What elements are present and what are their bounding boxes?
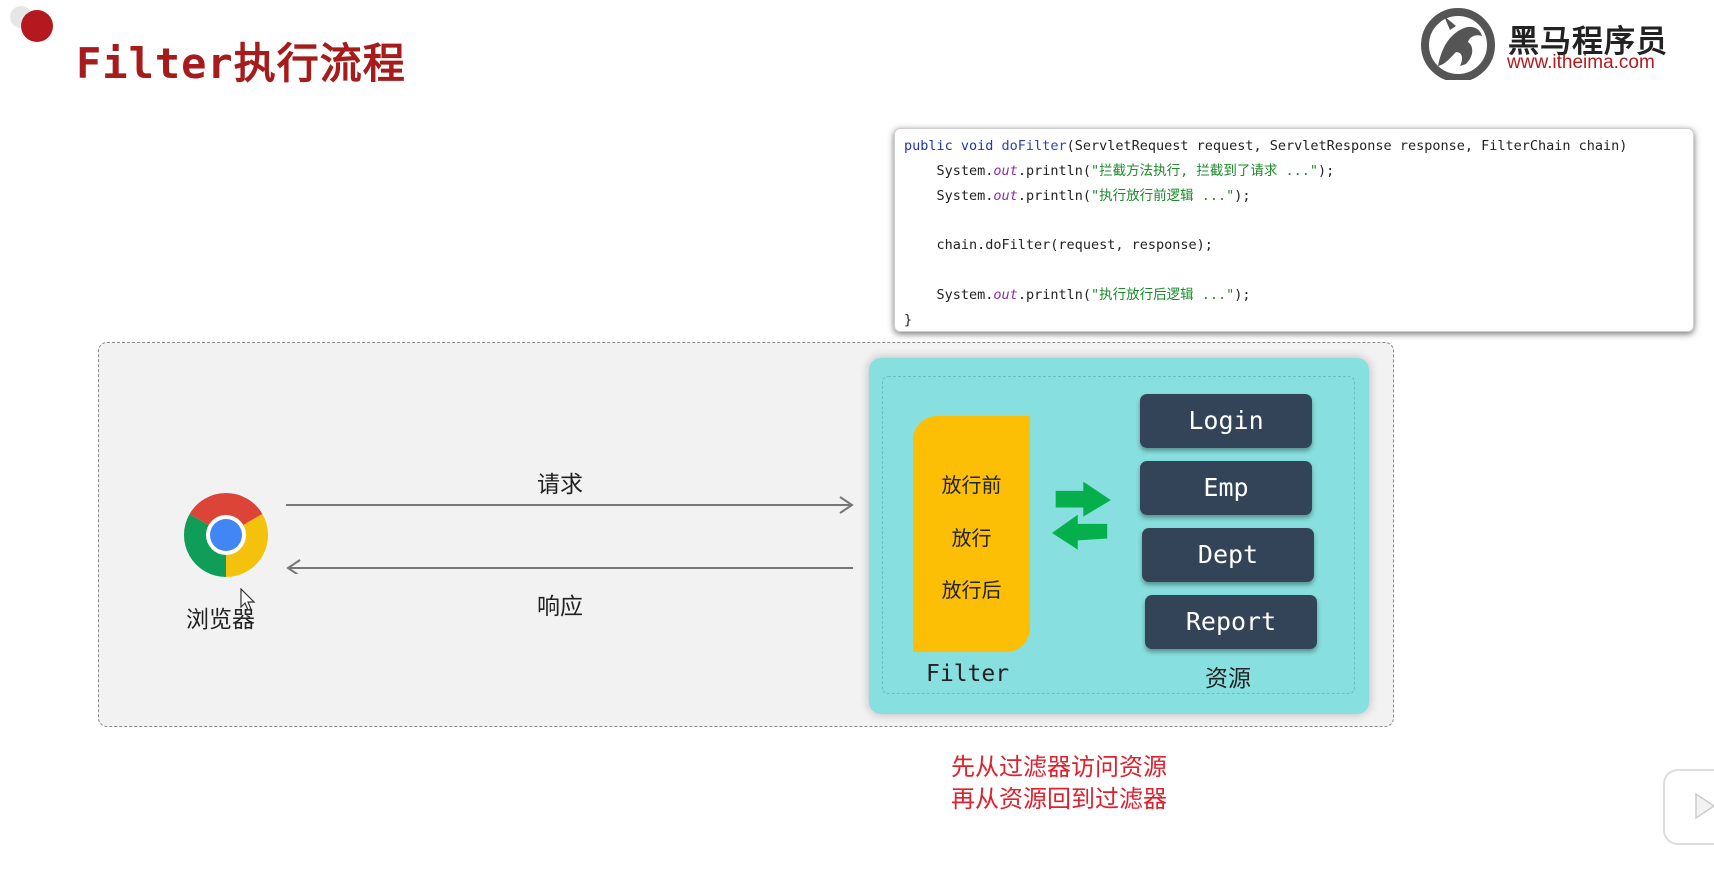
filter-label: Filter: [926, 661, 1010, 687]
code-token: out: [993, 286, 1018, 303]
slide-title-cn: 执行流程: [233, 40, 406, 87]
server-panel-inner-frame: [882, 376, 1355, 694]
resource-emp: Emp: [1140, 461, 1312, 515]
code-token: "拦截方法执行, 拦截到了请求 ...": [1090, 162, 1318, 179]
code-token: .println(: [1017, 286, 1091, 303]
code-token: "执行放行后逻辑 ...": [1090, 286, 1235, 303]
request-response-arrows: [286, 496, 854, 574]
resources-label: 资源: [1205, 665, 1251, 691]
code-token: public void: [904, 138, 1002, 154]
code-token: chain.doFilter(request, response);: [936, 237, 1213, 254]
code-line: System.out.println("执行放行后逻辑 ...");: [904, 283, 1693, 308]
request-label: 请求: [537, 471, 583, 497]
green-arrows-icon: [1052, 481, 1111, 550]
browser-label: 浏览器: [186, 606, 255, 632]
code-token: );: [1234, 286, 1251, 303]
code-line: [904, 208, 1693, 233]
heima-horse-logo-icon: [1421, 8, 1495, 80]
mouse-cursor-icon: [240, 588, 256, 611]
note-line-1: 先从过滤器访问资源: [951, 754, 1167, 781]
resource-login: Login: [1140, 394, 1312, 448]
code-line: System.out.println("拦截方法执行, 拦截到了请求 ...")…: [904, 159, 1693, 184]
slide-title-en: Filter: [76, 39, 234, 88]
code-token: System.: [936, 286, 994, 303]
filter-step-after: 放行后: [941, 580, 1002, 602]
code-token: );: [1318, 162, 1335, 179]
response-label: 响应: [537, 593, 583, 619]
code-token: );: [1234, 187, 1251, 204]
resource-dept: Dept: [1142, 528, 1314, 582]
logo-url: www.itheima.com: [1507, 52, 1655, 73]
slide-title: Filter执行流程: [76, 30, 406, 91]
code-line: System.out.println("执行放行前逻辑 ...");: [904, 184, 1693, 209]
resource-report: Report: [1145, 595, 1317, 649]
code-token: out: [993, 187, 1018, 204]
code-token: .println(: [1017, 187, 1091, 204]
code-token: System.: [936, 162, 994, 179]
logo-name: 黑马程序员: [1508, 24, 1668, 59]
filter-box: [913, 416, 1030, 652]
code-token: }: [904, 311, 913, 328]
code-token: .println(: [1017, 162, 1091, 179]
decor-dot-red: [21, 10, 53, 42]
code-token: doFilter: [1001, 138, 1067, 154]
code-snippet: public void doFilter(ServletRequest requ…: [894, 128, 1694, 332]
chrome-browser-icon: [183, 493, 269, 577]
code-line: public void doFilter(ServletRequest requ…: [904, 134, 1693, 159]
code-token: System.: [936, 187, 994, 204]
code-token: out: [993, 162, 1018, 179]
code-line: }: [904, 308, 1693, 333]
code-line: chain.doFilter(request, response);: [904, 233, 1693, 258]
code-line: [904, 258, 1693, 283]
filter-step-pass: 放行: [951, 528, 992, 550]
video-player-widget-icon[interactable]: [1662, 760, 1714, 848]
filter-step-before: 放行前: [941, 475, 1002, 497]
note-line-2: 再从资源回到过滤器: [951, 786, 1167, 813]
code-token: "执行放行前逻辑 ...": [1090, 187, 1235, 204]
code-token: (ServletRequest request, ServletResponse…: [1066, 138, 1628, 154]
